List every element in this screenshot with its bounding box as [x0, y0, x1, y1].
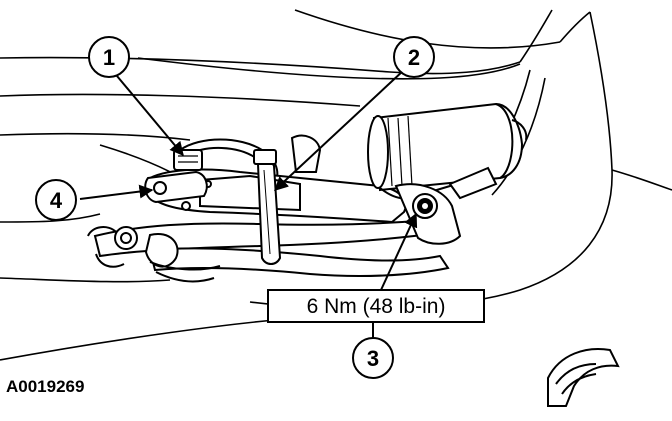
trim-clip-fragment: [547, 348, 620, 407]
leader-lines: [79, 69, 418, 291]
torque-spec-label: 6 Nm (48 lb-in): [307, 295, 446, 318]
wiper-motor-housing: [367, 102, 528, 200]
callout-2: 2: [393, 36, 435, 78]
callout-circle-icon: [393, 36, 435, 78]
figure-id: A0019269: [6, 377, 84, 396]
leader-line-1: [111, 69, 184, 157]
callout-4: 4: [35, 179, 77, 221]
electrical-connector: [173, 149, 203, 171]
linkage-nut-crank: [394, 183, 462, 245]
callout-circle-icon: [88, 36, 130, 78]
mounting-tab: [144, 170, 208, 204]
callout-1: 1: [88, 36, 130, 78]
callout-circle-icon: [35, 179, 77, 221]
torque-spec-box: 6 Nm (48 lb-in): [267, 289, 485, 338]
callout-3: 3: [352, 337, 394, 379]
leader-line-3: [380, 212, 418, 291]
leader-line-2: [273, 69, 405, 191]
leader-line-4: [79, 184, 154, 200]
callout-number: 1: [103, 45, 115, 70]
callout-number: 3: [367, 346, 379, 371]
callout-number: 2: [408, 45, 420, 70]
callout-number: 4: [50, 188, 63, 213]
